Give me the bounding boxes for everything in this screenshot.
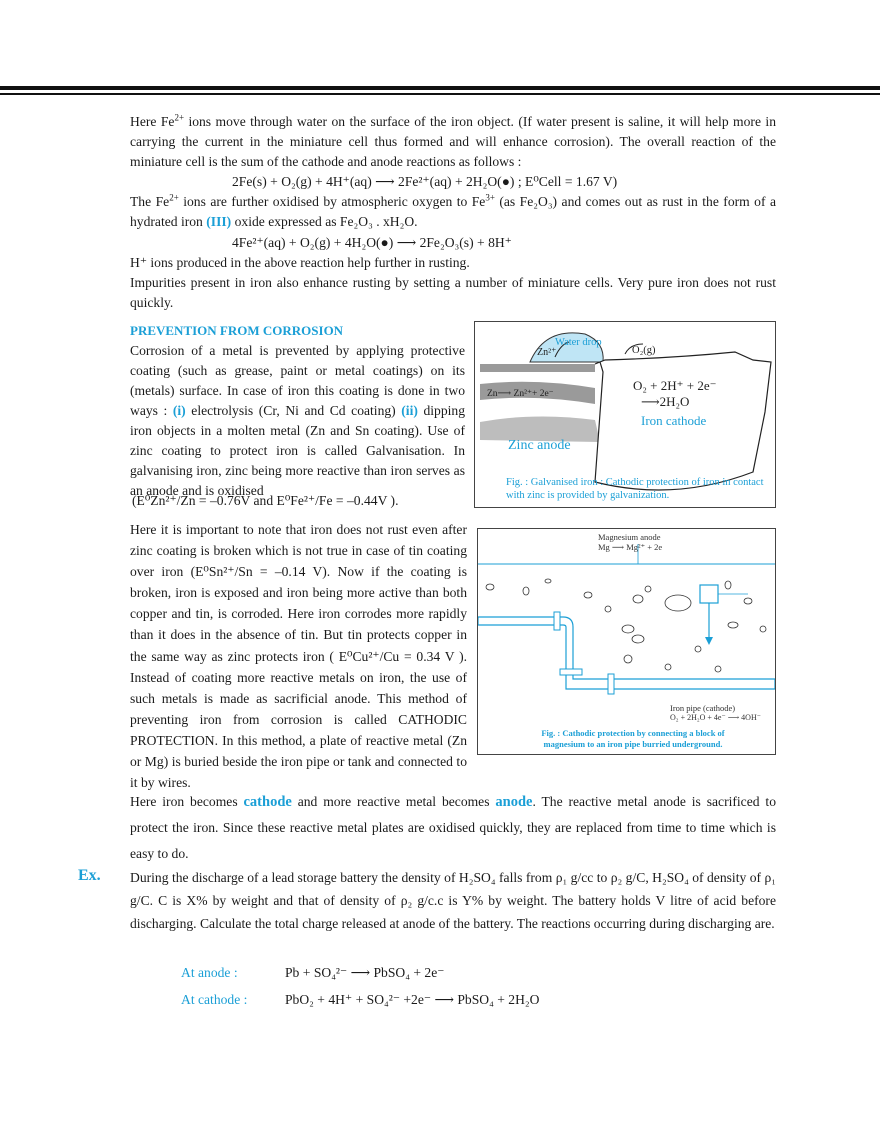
label-iron-pipe: Iron pipe (cathode) bbox=[670, 703, 736, 713]
paragraph-cathodic-protection: Here it is important to note that iron d… bbox=[130, 522, 467, 791]
equation-rust: 4Fe²⁺(aq) + O₂(g) + 4H₂O(●) ⟶ 2Fe₂O₃(s) … bbox=[232, 235, 512, 250]
label-zn-oxidation: Zn⟶ Zn²⁺+ 2e⁻ bbox=[487, 389, 554, 399]
label-iron-cathode: Iron cathode bbox=[641, 413, 707, 428]
figure-galvanised-iron: Water drop Zn²⁺ O₂(g) Zn⟶ Zn²⁺+ 2e⁻ O₂ +… bbox=[474, 321, 776, 508]
anode-label: At anode : bbox=[181, 965, 238, 980]
anode-equation: Pb + SO₄²⁻ ⟶ PbSO₄ + 2e⁻ bbox=[285, 965, 445, 980]
example-label: Ex. bbox=[78, 867, 101, 884]
header-rule-thick bbox=[0, 86, 880, 90]
label-water-formed: ⟶2H₂O bbox=[641, 394, 690, 409]
label-magnesium-anode: Magnesium anode bbox=[598, 532, 661, 542]
electrode-potentials: (E⁰Zn²⁺/Zn = –0.76V and E⁰Fe²⁺/Fe = –0.4… bbox=[132, 493, 399, 508]
paragraph-protective-coating: Corrosion of a metal is prevented by app… bbox=[130, 343, 466, 498]
roman-three: (III) bbox=[206, 214, 232, 229]
term-cathode: cathode bbox=[243, 794, 292, 810]
caption-cathodic-protection: Fig. : Cathodic protection by connecting… bbox=[541, 728, 725, 749]
header-rule-thin bbox=[0, 93, 880, 95]
label-cathode-reaction: O₂ + 2H⁺ + 2e⁻ bbox=[633, 378, 717, 393]
paragraph-impurities: Impurities present in iron also enhance … bbox=[130, 275, 776, 310]
example-problem-text: During the discharge of a lead storage b… bbox=[130, 870, 776, 931]
cathode-label: At cathode : bbox=[181, 992, 248, 1007]
figure-cathodic-protection: Magnesium anode Mg ⟶ Mg²⁺ + 2e Iron pipe… bbox=[477, 528, 776, 755]
section-heading-prevention: PREVENTION FROM CORROSION bbox=[130, 323, 344, 338]
paragraph-fe-ions: Here Fe2+ ions move through water on the… bbox=[130, 112, 776, 169]
label-pipe-reaction: O₂ + 2H₂O + 4e⁻ ⟶ 4OH⁻ bbox=[670, 713, 761, 722]
label-zn-ion: Zn²⁺ bbox=[537, 347, 557, 358]
label-oxygen-gas: O₂(g) bbox=[632, 345, 656, 356]
label-water-drop: Water drop bbox=[555, 337, 602, 348]
caption-galvanised-iron: Fig. : Galvanised iron : Cathodic protec… bbox=[506, 477, 764, 501]
paragraph-sacrificial-anode: Here iron becomes cathode and more react… bbox=[130, 794, 776, 861]
term-anode: anode bbox=[495, 794, 533, 810]
label-zinc-anode: Zinc anode bbox=[508, 438, 571, 453]
paragraph-oxidation: The Fe2+ ions are further oxidised by at… bbox=[130, 192, 776, 229]
paragraph-h-ions: H⁺ ions produced in the above reaction h… bbox=[130, 255, 470, 270]
cathode-equation: PbO₂ + 4H⁺ + SO₄²⁻ +2e⁻ ⟶ PbSO₄ + 2H₂O bbox=[285, 992, 540, 1007]
label-mg-oxidation: Mg ⟶ Mg²⁺ + 2e bbox=[598, 542, 663, 552]
cathodic-protection-diagram bbox=[478, 544, 775, 695]
equation-overall-cell: 2Fe(s) + O₂(g) + 4H⁺(aq) ⟶ 2Fe²⁺(aq) + 2… bbox=[232, 174, 618, 189]
galvanised-iron-diagram bbox=[480, 332, 772, 491]
